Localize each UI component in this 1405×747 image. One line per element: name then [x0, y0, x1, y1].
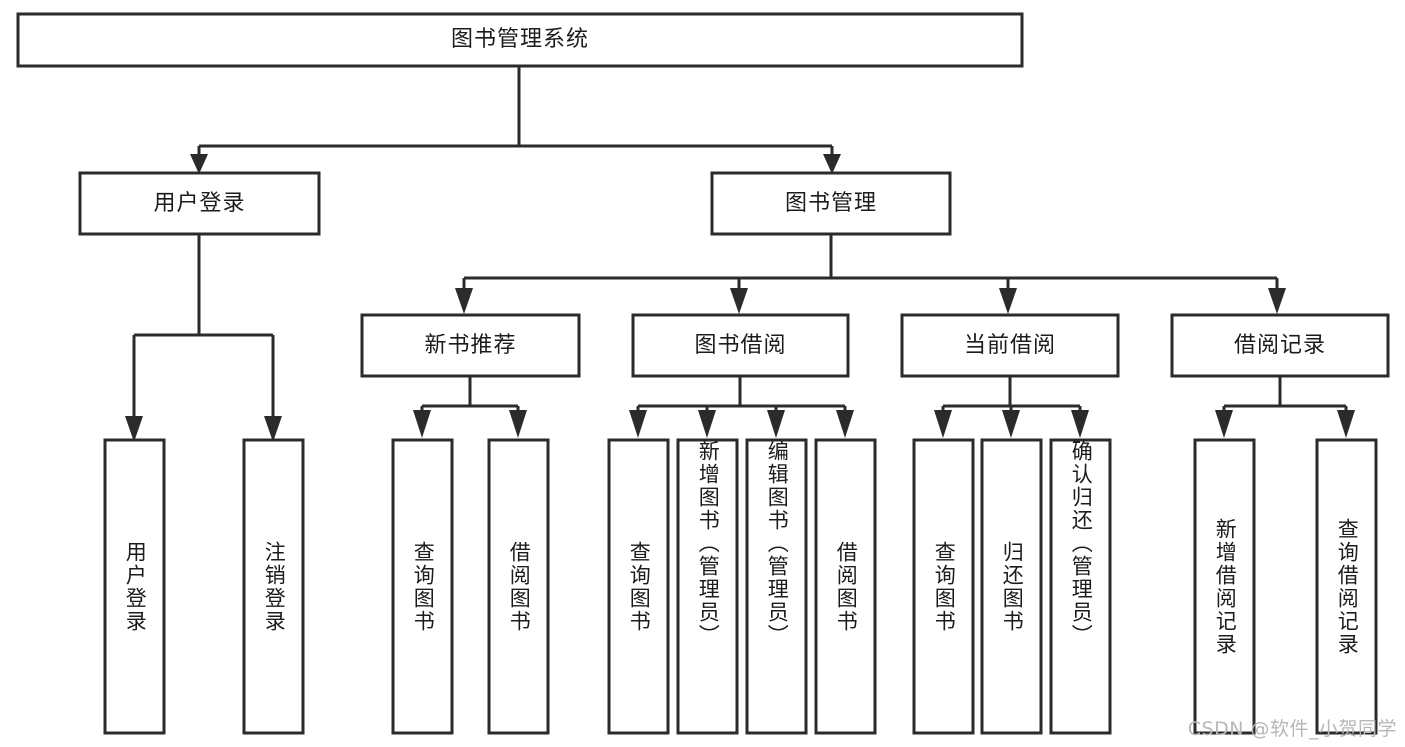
node-book-borrow[interactable] [631, 313, 850, 378]
node-leaf-add-book[interactable] [676, 438, 739, 735]
node-leaf-add-record[interactable] [1193, 438, 1256, 735]
node-leaf-query-record[interactable] [1315, 438, 1378, 735]
connector-borrow-record-to-leaves [1215, 376, 1355, 438]
connector-book-borrow-to-leaves [629, 376, 854, 438]
node-leaf-user-login[interactable] [103, 438, 166, 735]
node-book-manage[interactable] [710, 171, 952, 236]
node-leaf-confirm-return[interactable] [1049, 438, 1112, 735]
node-leaf-query-book-2[interactable] [607, 438, 670, 735]
connector-root-to-level1 [190, 66, 841, 174]
node-leaf-query-book-1[interactable] [391, 438, 454, 735]
node-current-borrow[interactable] [900, 313, 1120, 378]
connector-new-book-rec-to-leaves [413, 376, 527, 438]
connector-current-borrow-to-leaves [934, 376, 1089, 438]
node-root[interactable] [16, 12, 1024, 68]
node-leaf-borrow-book-2[interactable] [814, 438, 877, 735]
node-leaf-user-logout[interactable] [242, 438, 305, 735]
node-leaf-return-book[interactable] [980, 438, 1043, 735]
node-leaf-edit-book[interactable] [745, 438, 808, 735]
node-new-book-rec[interactable] [360, 313, 581, 378]
node-leaf-borrow-book-1[interactable] [487, 438, 550, 735]
node-leaf-query-book-3[interactable] [912, 438, 975, 735]
connector-user-login-to-leaves [125, 234, 282, 442]
node-user-login[interactable] [78, 171, 321, 236]
node-borrow-record[interactable] [1170, 313, 1390, 378]
connector-book-manage-to-level2 [455, 234, 1286, 314]
